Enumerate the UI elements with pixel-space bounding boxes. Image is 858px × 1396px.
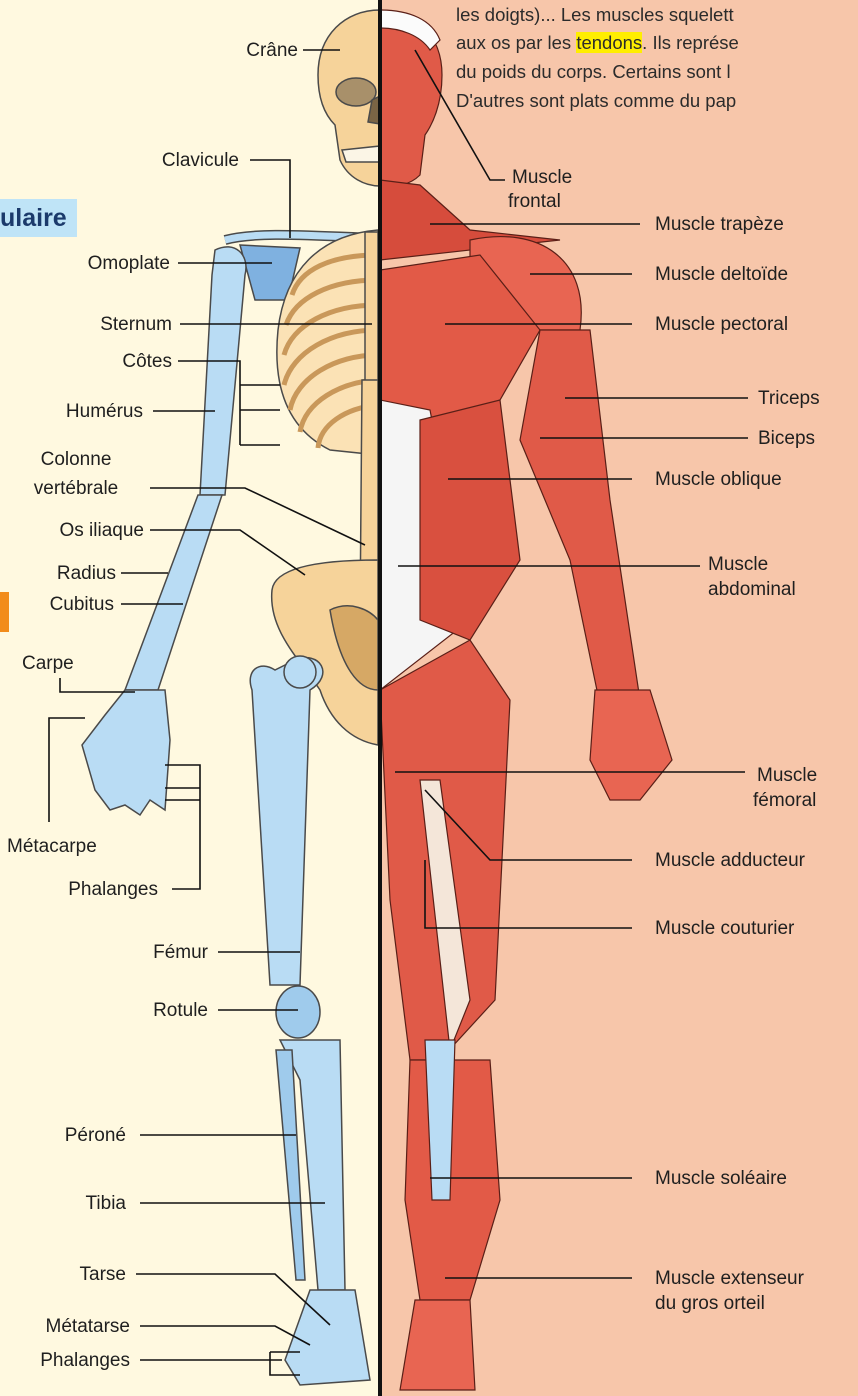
label-triceps: Triceps <box>758 387 820 410</box>
humerus-bone <box>200 247 246 495</box>
abdominal-shape <box>420 400 520 640</box>
label-colonne-2: vertébrale <box>4 477 148 500</box>
leader-phalanges-main <box>165 765 200 889</box>
femur-head <box>284 656 316 688</box>
arm-muscles <box>520 330 640 705</box>
label-femur: Fémur <box>153 941 208 964</box>
label-frontal-1: Muscle <box>512 166 572 189</box>
label-cotes: Côtes <box>122 350 172 373</box>
label-tibia: Tibia <box>86 1192 126 1215</box>
label-clavicule: Clavicule <box>162 149 239 172</box>
femur-bone <box>250 658 323 985</box>
label-couturier: Muscle couturier <box>655 917 794 940</box>
label-crane: Crâne <box>246 39 298 62</box>
label-abdominal-2: abdominal <box>708 578 796 601</box>
label-metatarse: Métatarse <box>46 1315 130 1338</box>
label-pectoral: Muscle pectoral <box>655 313 788 336</box>
label-frontal-2: frontal <box>508 190 561 213</box>
label-biceps: Biceps <box>758 427 815 450</box>
hand-muscles <box>590 690 672 800</box>
label-tarse: Tarse <box>80 1263 126 1286</box>
label-phalanges-pied: Phalanges <box>40 1349 130 1372</box>
hand-bones <box>82 690 170 815</box>
label-femoral-2: fémoral <box>753 789 816 812</box>
label-os-iliaque: Os iliaque <box>60 519 145 542</box>
label-trapeze: Muscle trapèze <box>655 213 784 236</box>
muscle-figure <box>380 10 672 1390</box>
label-colonne-1: Colonne <box>4 448 148 471</box>
label-extenseur-2: du gros orteil <box>655 1292 765 1315</box>
leader-carpe <box>60 678 135 692</box>
label-perone: Péroné <box>65 1124 126 1147</box>
label-oblique: Muscle oblique <box>655 468 782 491</box>
label-sternum: Sternum <box>100 313 172 336</box>
leader-clavicule <box>250 160 290 238</box>
label-omoplate: Omoplate <box>88 252 170 275</box>
label-carpe: Carpe <box>22 652 74 675</box>
foot-muscles <box>400 1300 475 1390</box>
label-soleaire: Muscle soléaire <box>655 1167 787 1190</box>
patella <box>276 986 320 1038</box>
skeleton-figure <box>82 10 380 1385</box>
label-femoral-1: Muscle <box>757 764 817 787</box>
eye-socket <box>336 78 376 106</box>
label-radius: Radius <box>57 562 116 585</box>
label-rotule: Rotule <box>153 999 208 1022</box>
sternum-bone <box>365 232 378 382</box>
leader-metacarpe <box>49 718 85 822</box>
label-extenseur-1: Muscle extenseur <box>655 1267 804 1290</box>
leader-metatarse <box>140 1326 310 1345</box>
label-adducteur: Muscle adducteur <box>655 849 805 872</box>
leader-phalanges-pied <box>140 1352 300 1375</box>
label-deltoide: Muscle deltoïde <box>655 263 788 286</box>
label-metacarpe: Métacarpe <box>7 835 97 858</box>
center-divider <box>378 0 382 1396</box>
label-phalanges-main: Phalanges <box>68 878 158 901</box>
label-cubitus: Cubitus <box>50 593 114 616</box>
label-abdominal-1: Muscle <box>708 553 768 576</box>
label-humerus: Humérus <box>66 400 143 423</box>
